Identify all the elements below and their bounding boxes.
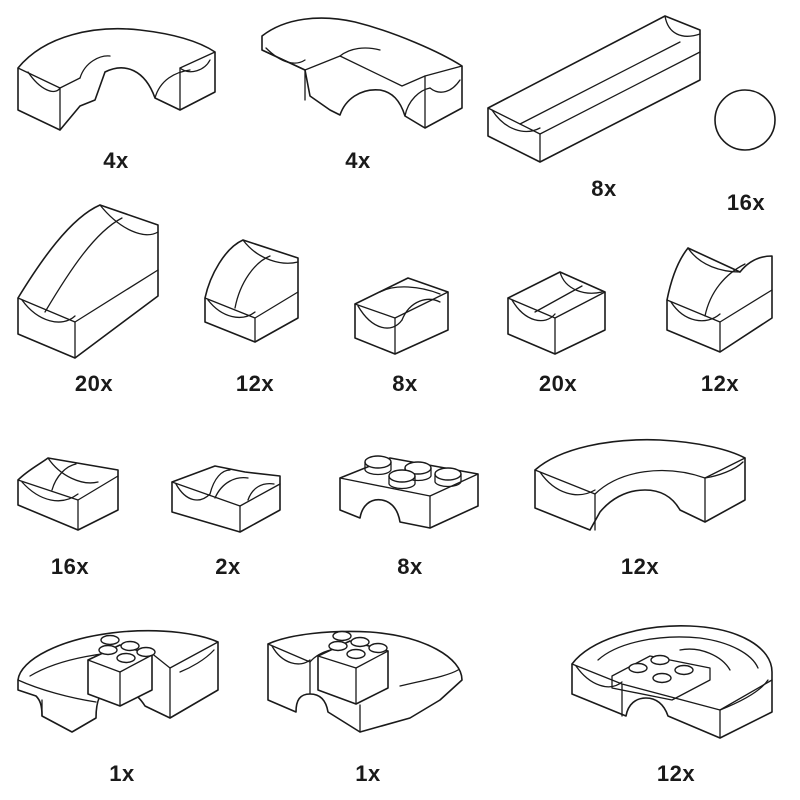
- piece-cup-block: [355, 278, 448, 354]
- quantity-label-funnel-left: 1x: [109, 761, 135, 786]
- piece-tall-slope: [18, 205, 158, 358]
- piece-small-channel: [508, 272, 605, 354]
- quantity-label-cross-junction: 2x: [215, 554, 241, 579]
- quantity-label-funnel-right: 1x: [355, 761, 381, 786]
- quantity-label-steep-channel: 12x: [700, 371, 740, 396]
- piece-long-straight: [488, 16, 700, 162]
- piece-short-slope: [205, 240, 298, 342]
- quantity-label-corner-cup: 16x: [50, 554, 90, 579]
- quantity-label-small-channel: 20x: [538, 371, 578, 396]
- quantity-label-tall-slope: 20x: [74, 371, 114, 396]
- piece-curve-left: [18, 29, 215, 130]
- piece-corner-cup: [18, 458, 118, 530]
- piece-spiral-bowl: [572, 626, 772, 738]
- piece-cross-junction: [172, 466, 280, 532]
- piece-steep-channel: [667, 248, 772, 352]
- piece-funnel-left: [18, 631, 218, 732]
- piece-funnel-right: [268, 632, 462, 733]
- piece-marble: [715, 90, 775, 150]
- quantity-label-curve-left: 4x: [103, 148, 129, 173]
- quantity-label-long-straight: 8x: [591, 176, 617, 201]
- piece-curve-right: [262, 18, 462, 128]
- quantity-label-cup-block: 8x: [392, 371, 418, 396]
- quantity-label-curve-right: 4x: [345, 148, 371, 173]
- quantity-label-wide-curve: 12x: [620, 554, 660, 579]
- quantity-label-short-slope: 12x: [235, 371, 275, 396]
- quantity-label-marble: 16x: [726, 190, 766, 215]
- quantity-label-spiral-bowl: 12x: [656, 761, 696, 786]
- piece-wide-curve: [535, 440, 745, 530]
- piece-arch-brick: [340, 456, 478, 528]
- quantity-label-arch-brick: 8x: [397, 554, 423, 579]
